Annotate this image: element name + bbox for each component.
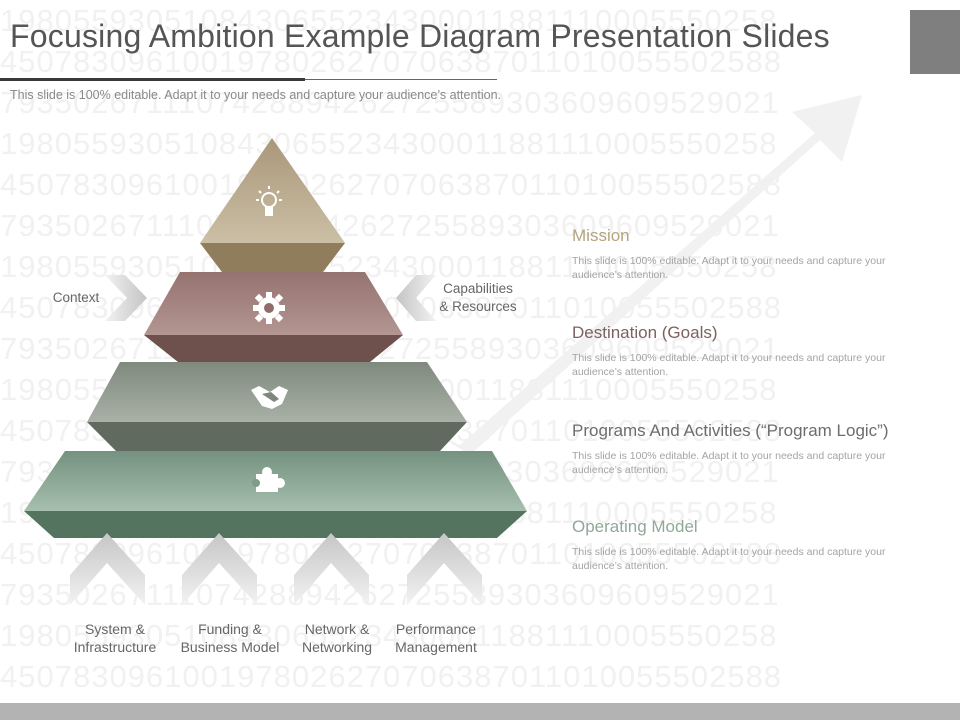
page-subtitle: This slide is 100% editable. Adapt it to…: [10, 88, 502, 102]
operating-model-heading: Operating Model: [572, 517, 698, 536]
destination-item: Destination (Goals) This slide is 100% e…: [572, 323, 942, 379]
footer-bar: [0, 703, 960, 720]
mission-item: Mission This slide is 100% editable. Ada…: [572, 226, 942, 282]
handshake-icon: [251, 386, 288, 409]
pyramid-level-2: [144, 272, 403, 362]
pyramid-level-1: [200, 138, 345, 272]
lightbulb-icon: [256, 186, 282, 216]
up-chevron-icon: [407, 533, 482, 605]
programs-activities-description: This slide is 100% editable. Adapt it to…: [572, 450, 886, 476]
operating-model-item: Operating Model This slide is 100% edita…: [572, 517, 942, 573]
gear-icon: [253, 292, 285, 324]
network-networking-label: Network & Networking: [301, 621, 373, 655]
performance-management-label: Performance Management: [395, 621, 477, 655]
page-title: Focusing Ambition Example Diagram Presen…: [10, 18, 830, 54]
system-infrastructure-label: System & Infrastructure: [73, 621, 157, 655]
up-chevron-icon: [294, 533, 369, 605]
corner-accent-box: [910, 10, 960, 74]
funding-business-model-label: Funding & Business Model: [180, 621, 280, 655]
destination-heading: Destination (Goals): [572, 323, 718, 342]
capabilities-chevron-icon: [396, 275, 436, 321]
destination-description: This slide is 100% editable. Adapt it to…: [572, 352, 886, 378]
mission-heading: Mission: [572, 226, 630, 245]
mission-description: This slide is 100% editable. Adapt it to…: [572, 255, 886, 281]
up-chevron-icon: [70, 533, 145, 605]
context-chevron-icon: [105, 275, 147, 321]
capabilities-resources-label: Capabilities & Resources: [439, 281, 517, 314]
up-chevron-icon: [182, 533, 257, 605]
title-underline: [0, 78, 305, 81]
programs-activities-item: Programs And Activities (“Program Logic”…: [572, 421, 942, 477]
pyramid-level-4: [24, 451, 527, 538]
programs-activities-heading: Programs And Activities (“Program Logic”…: [572, 421, 889, 440]
context-label: Context: [52, 290, 100, 305]
puzzle-piece-icon: [252, 467, 285, 492]
title-underline-thin: [305, 79, 497, 80]
operating-model-description: This slide is 100% editable. Adapt it to…: [572, 546, 886, 572]
